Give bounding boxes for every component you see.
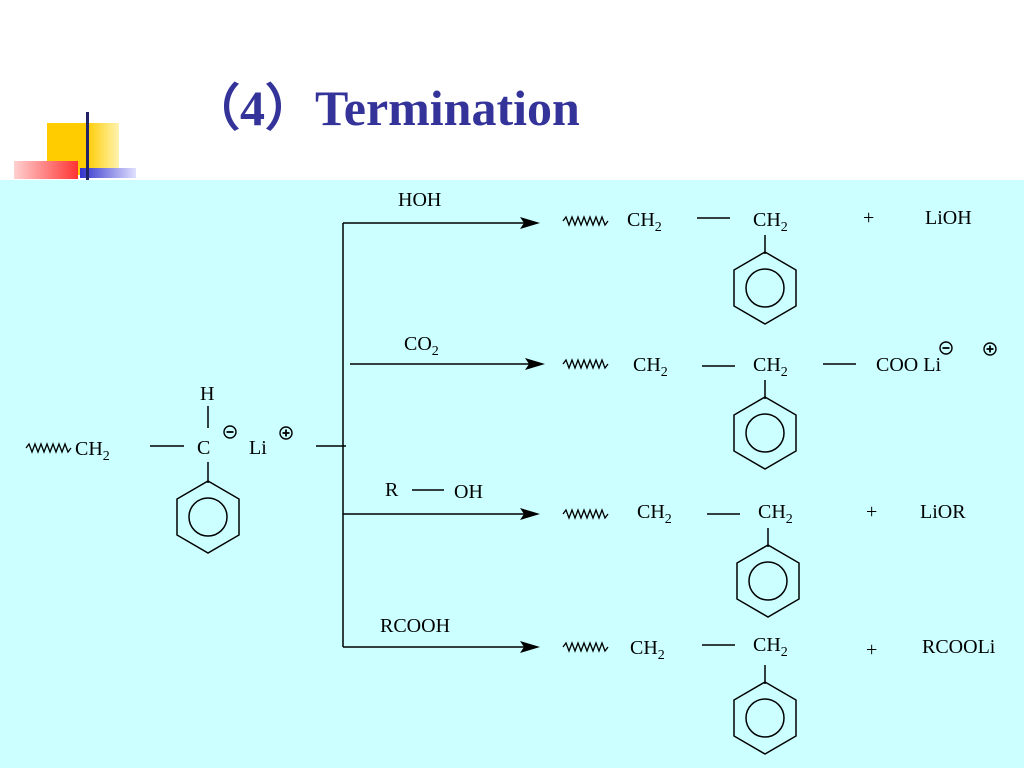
wavy-chain-icon bbox=[562, 509, 609, 519]
product-3: CH2 CH2 + LiOR bbox=[562, 501, 966, 618]
reactant-c: C bbox=[197, 437, 210, 459]
svg-text:CH2: CH2 bbox=[753, 209, 788, 235]
benzene-ring-icon bbox=[733, 396, 797, 470]
product-4-byproduct: RCOOLi bbox=[922, 636, 996, 658]
benzene-ring-icon bbox=[733, 251, 797, 325]
svg-text:CH2: CH2 bbox=[630, 637, 665, 663]
svg-text:CH2: CH2 bbox=[758, 501, 793, 527]
svg-text:CH2: CH2 bbox=[633, 354, 668, 380]
product-4: CH2 CH2 + RCOOLi bbox=[562, 634, 996, 755]
reactant-li: Li bbox=[249, 437, 267, 459]
slide-title: （4）Termination bbox=[190, 80, 580, 136]
reactant-ch2: CH bbox=[75, 438, 103, 460]
positive-charge-icon bbox=[983, 342, 997, 356]
benzene-ring-icon bbox=[733, 681, 797, 755]
reactant: CH2 H C Li bbox=[25, 383, 346, 554]
reaction-diagram-panel: CH2 H C Li HOH CO2 R OH RCOOH CH2 CH2 bbox=[0, 180, 1024, 768]
plus-sign: + bbox=[866, 501, 877, 523]
reactant-ch2-subscript: 2 bbox=[103, 449, 110, 464]
wavy-chain-icon bbox=[562, 359, 609, 369]
product-1-byproduct: LiOH bbox=[925, 207, 972, 229]
negative-charge-icon bbox=[223, 425, 237, 439]
reagent-r: R bbox=[385, 479, 399, 501]
svg-text:CH2: CH2 bbox=[637, 501, 672, 527]
reagent-hoh: HOH bbox=[398, 189, 441, 211]
reagent-oh: OH bbox=[454, 481, 483, 503]
reagent-rcooh: RCOOH bbox=[380, 615, 450, 637]
svg-text:CH2: CH2 bbox=[753, 634, 788, 660]
arrow-heads bbox=[520, 217, 545, 653]
reagent-co2-subscript: 2 bbox=[432, 344, 439, 359]
reagent-co2: CO bbox=[404, 333, 432, 355]
svg-text:CH2: CH2 bbox=[627, 209, 662, 235]
svg-text:CO2: CO2 bbox=[404, 333, 439, 359]
svg-text:CH2: CH2 bbox=[75, 438, 110, 464]
positive-charge-icon bbox=[279, 426, 293, 440]
decor-red-bar bbox=[14, 161, 78, 179]
benzene-ring-icon bbox=[176, 480, 240, 554]
product-1: CH2 CH2 + LiOH bbox=[562, 207, 972, 325]
wavy-chain-icon bbox=[562, 216, 609, 226]
wavy-chain-icon bbox=[562, 642, 609, 652]
negative-charge-icon bbox=[939, 341, 953, 355]
reactant-h: H bbox=[200, 383, 214, 405]
product-2-carboxylate: COO Li bbox=[876, 354, 941, 376]
product-2: CH2 CH2 COO Li bbox=[562, 341, 997, 470]
benzene-ring-icon bbox=[736, 544, 800, 618]
termination-reaction-scheme: CH2 H C Li HOH CO2 R OH RCOOH CH2 CH2 bbox=[25, 189, 997, 755]
decor-blue-bar bbox=[80, 168, 136, 178]
plus-sign: + bbox=[866, 639, 877, 661]
decor-vertical-line bbox=[86, 112, 89, 180]
wavy-chain-icon bbox=[25, 443, 72, 453]
product-3-byproduct: LiOR bbox=[920, 501, 966, 523]
svg-text:CH2: CH2 bbox=[753, 354, 788, 380]
plus-sign: + bbox=[863, 207, 874, 229]
reaction-arrows bbox=[342, 222, 530, 648]
